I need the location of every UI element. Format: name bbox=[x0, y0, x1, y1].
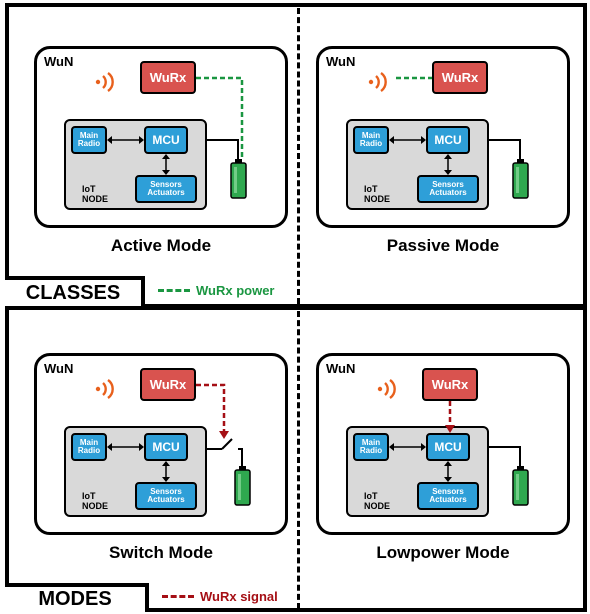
mode-title: Switch Mode bbox=[109, 543, 213, 562]
battery-icon bbox=[512, 159, 529, 199]
modes-frame bbox=[5, 306, 587, 612]
iot-text: IoT bbox=[82, 184, 96, 194]
mode-title: Passive Mode bbox=[386, 236, 500, 255]
panel-lowpower: WuN WuRx Main Radio MCU Sensors Actuator… bbox=[316, 353, 570, 569]
main-radio-block: Main Radio bbox=[71, 126, 107, 154]
mode-title: Active Mode bbox=[110, 236, 212, 255]
radio-waves-icon bbox=[95, 379, 114, 399]
main-radio-block: Main Radio bbox=[353, 126, 389, 154]
node-text: NODE bbox=[82, 501, 109, 512]
battery-icon bbox=[512, 466, 529, 506]
power-legend-line bbox=[158, 289, 190, 292]
wun-label: WuN bbox=[326, 361, 356, 376]
wun-label: WuN bbox=[326, 54, 356, 69]
connections bbox=[389, 76, 521, 175]
iot-text: IoT bbox=[364, 491, 378, 501]
wurx-block: WuRx bbox=[432, 61, 488, 94]
sensors-actuators-block: Sensors Actuators bbox=[135, 175, 197, 203]
radio-waves-icon bbox=[95, 72, 114, 92]
iot-label: IoT NODE bbox=[364, 184, 390, 205]
wurx-block: WuRx bbox=[140, 61, 196, 94]
iot-text: IoT bbox=[82, 491, 96, 501]
iot-label: IoT NODE bbox=[82, 491, 108, 512]
iot-label: IoT NODE bbox=[82, 184, 108, 205]
battery-icon bbox=[234, 466, 251, 506]
node-text: NODE bbox=[364, 501, 391, 512]
panel-switch: WuN WuRx Main Radio MCU Sensors Actuator… bbox=[34, 353, 288, 569]
battery-icon bbox=[230, 159, 247, 199]
sensors-actuators-block: Sensors Actuators bbox=[135, 482, 197, 510]
signal-legend: WuRx signal bbox=[162, 589, 278, 604]
panel-passive: WuN WuRx Main Radio MCU Sensors Actuator… bbox=[316, 46, 570, 262]
connections bbox=[107, 383, 243, 482]
main-radio-block: Main Radio bbox=[71, 433, 107, 461]
sensors-actuators-block: Sensors Actuators bbox=[417, 175, 479, 203]
connections bbox=[107, 76, 244, 175]
iot-text: IoT bbox=[364, 184, 378, 194]
signal-legend-line bbox=[162, 595, 194, 598]
main-radio-block: Main Radio bbox=[353, 433, 389, 461]
node-text: NODE bbox=[82, 194, 109, 205]
power-legend: WuRx power bbox=[158, 283, 275, 298]
wurx-block: WuRx bbox=[140, 368, 196, 401]
iot-label: IoT NODE bbox=[364, 491, 390, 512]
mcu-block: MCU bbox=[144, 126, 188, 154]
modes-label: MODES bbox=[5, 583, 149, 612]
sensors-actuators-block: Sensors Actuators bbox=[417, 482, 479, 510]
panel-active: WuN WuRx Main Radio MCU Sensors Actuator… bbox=[34, 46, 288, 262]
wurx-block: WuRx bbox=[422, 368, 478, 401]
radio-waves-icon bbox=[377, 379, 396, 399]
mcu-block: MCU bbox=[426, 433, 470, 461]
wun-label: WuN bbox=[44, 361, 74, 376]
mode-title: Lowpower Mode bbox=[376, 543, 510, 562]
column-divider-bottom bbox=[297, 311, 300, 609]
classes-label: CLASSES bbox=[5, 276, 145, 306]
column-divider-top bbox=[297, 8, 300, 304]
mcu-block: MCU bbox=[144, 433, 188, 461]
wun-label: WuN bbox=[44, 54, 74, 69]
connections bbox=[389, 401, 521, 482]
radio-waves-icon bbox=[368, 72, 387, 92]
node-text: NODE bbox=[364, 194, 391, 205]
signal-legend-text: WuRx signal bbox=[200, 589, 278, 604]
mcu-block: MCU bbox=[426, 126, 470, 154]
power-legend-text: WuRx power bbox=[196, 283, 275, 298]
